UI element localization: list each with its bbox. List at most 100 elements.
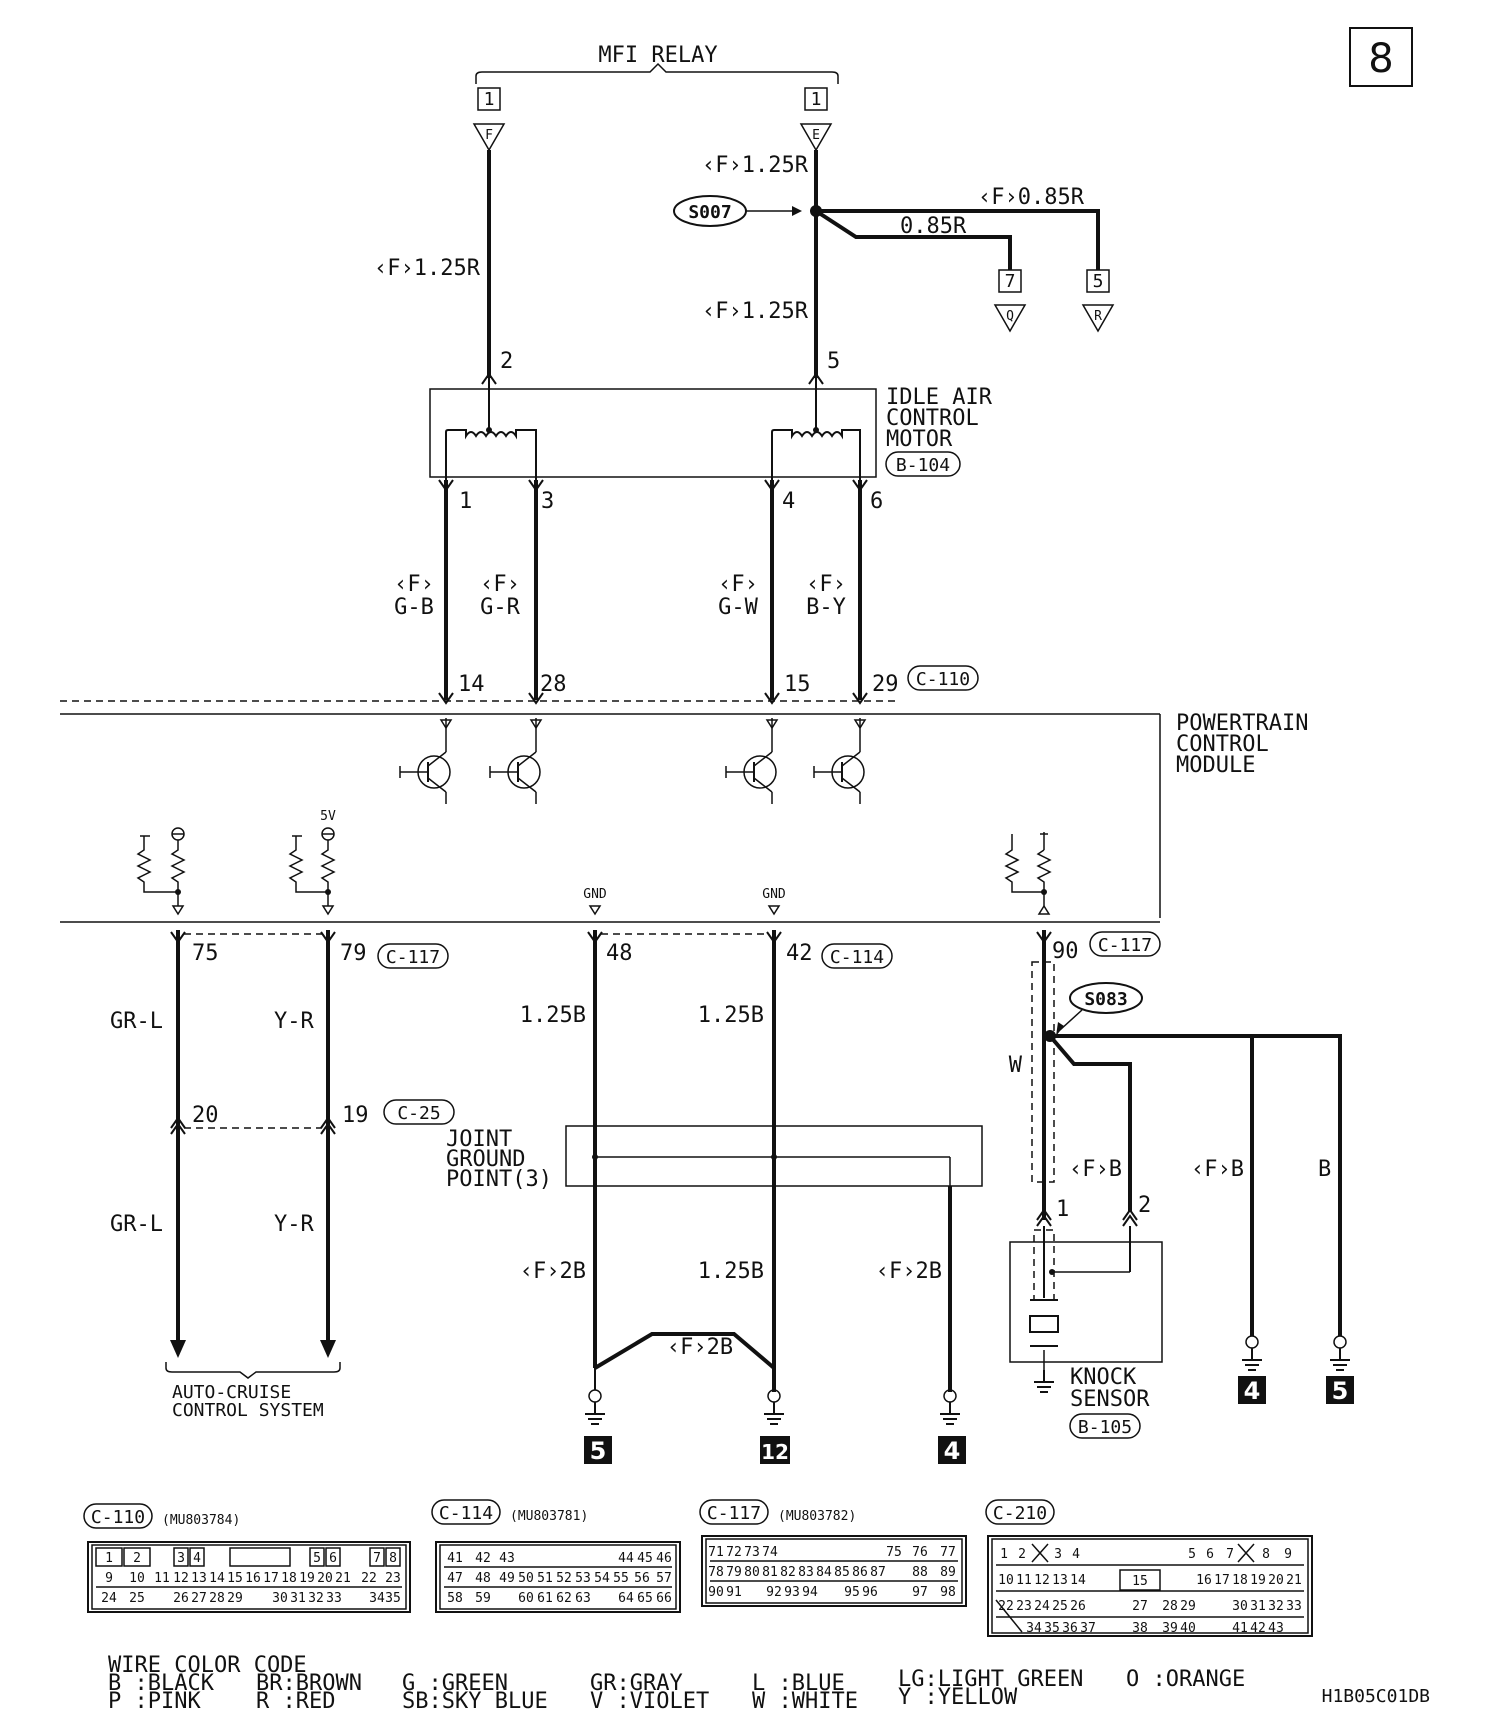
- pcm-pin-28-label: 28: [540, 672, 567, 697]
- pcm-connector-c117-badge-a: [377, 943, 449, 969]
- knock-title-line2: SENSOR: [1070, 1387, 1150, 1412]
- svg-text:33: 33: [1286, 1599, 1302, 1614]
- svg-text:13: 13: [1052, 1573, 1068, 1588]
- svg-text:30: 30: [1232, 1599, 1248, 1614]
- jgp-title-line3: POINT(3): [446, 1167, 552, 1192]
- s007-branch-a-box-label: 7: [1005, 271, 1016, 292]
- ground-12-icon: [763, 1401, 785, 1425]
- pcm-title-line1: POWERTRAIN: [1176, 711, 1308, 736]
- knock-connector-id: B-105: [1078, 1417, 1132, 1438]
- svg-text:10: 10: [998, 1573, 1014, 1588]
- connector-face-c114: C-114 (MU803781) 41 42 43 44 45 46 47 48…: [431, 1499, 681, 1613]
- jgp-title-line1: JOINT: [446, 1127, 512, 1152]
- svg-text:60: 60: [518, 1591, 534, 1606]
- s007-branch-b-box: [1086, 269, 1110, 293]
- svg-text:12: 12: [1034, 1573, 1050, 1588]
- connector-face-c114-part: (MU803781): [510, 1509, 588, 1524]
- iac-title-line3: MOTOR: [886, 427, 953, 452]
- auto-cruise-brace: [165, 1362, 341, 1379]
- svg-text:28: 28: [1162, 1599, 1178, 1614]
- svg-text:42: 42: [475, 1551, 491, 1566]
- connector-face-c114-id: C-114: [439, 1503, 493, 1524]
- svg-text:44: 44: [618, 1551, 634, 1566]
- svg-text:28: 28: [209, 1591, 225, 1606]
- svg-text:77: 77: [940, 1545, 956, 1560]
- svg-text:83: 83: [798, 1565, 814, 1580]
- svg-text:32: 32: [308, 1591, 324, 1606]
- wire-iac-pin3-tag: ‹F›: [480, 572, 520, 597]
- c210-blank-cavity-icon-2: [1237, 1543, 1255, 1563]
- wire-ground-bridge: [593, 1332, 776, 1370]
- color-code-v: V :VIOLET: [590, 1689, 709, 1714]
- color-code-y: Y :YELLOW: [898, 1685, 1018, 1710]
- wire-s083-ground4-label: ‹F›B: [1191, 1157, 1244, 1182]
- wire-iac-pin4-tag: ‹F›: [718, 572, 758, 597]
- connector-face-c117-id: C-117: [707, 1503, 761, 1524]
- pcm-connector-c117-badge-b: [1089, 931, 1161, 957]
- wire-jgp-right-label: ‹F›2B: [876, 1259, 942, 1284]
- page-number-box: [1349, 27, 1413, 87]
- svg-text:95: 95: [844, 1585, 860, 1600]
- svg-text:18: 18: [281, 1571, 297, 1586]
- svg-text:19: 19: [1250, 1573, 1266, 1588]
- mfi-relay-right-box: [804, 87, 828, 111]
- svg-text:9: 9: [1284, 1547, 1292, 1562]
- connector-face-c210-id: C-210: [993, 1503, 1047, 1524]
- svg-text:58: 58: [447, 1591, 463, 1606]
- svg-text:16: 16: [245, 1571, 261, 1586]
- connector-arrow-pin5: [808, 372, 824, 385]
- wire-mfi-right-top-label: ‹F›1.25R: [702, 153, 809, 178]
- svg-text:43: 43: [499, 1551, 515, 1566]
- ground-id-5-badge: [584, 1436, 612, 1464]
- svg-text:51: 51: [537, 1571, 553, 1586]
- svg-text:22: 22: [361, 1571, 377, 1586]
- svg-text:79: 79: [726, 1565, 742, 1580]
- svg-text:7: 7: [373, 1551, 381, 1566]
- svg-text:35: 35: [1044, 1621, 1060, 1636]
- connector-c25-id: C-25: [397, 1103, 440, 1124]
- ground-knock-id-4-badge: [1238, 1376, 1266, 1404]
- svg-text:9: 9: [105, 1571, 113, 1586]
- connector-arrow-pin2: [481, 372, 497, 385]
- color-code-w: W :WHITE: [752, 1689, 858, 1714]
- ground-knock-id-5-badge: [1326, 1376, 1354, 1404]
- connector-face-c110: C-110 (MU803784) 1 2 3 4 5 6 7 8 9 10 11…: [83, 1503, 411, 1613]
- svg-text:5: 5: [313, 1551, 321, 1566]
- svg-text:81: 81: [762, 1565, 778, 1580]
- svg-text:29: 29: [1180, 1599, 1196, 1614]
- pcm-pin-29-label: 29: [872, 672, 899, 697]
- wire-iac-pin4-color: G-W: [718, 595, 758, 620]
- svg-text:23: 23: [1016, 1599, 1032, 1614]
- svg-text:90: 90: [708, 1585, 724, 1600]
- wire-pcm-48-label: 1.25B: [520, 1003, 586, 1028]
- svg-text:84: 84: [816, 1565, 832, 1580]
- svg-text:23: 23: [385, 1571, 401, 1586]
- page-number: 8: [1368, 36, 1393, 82]
- svg-text:93: 93: [784, 1585, 800, 1600]
- wire-pcm-42-label: 1.25B: [698, 1003, 764, 1028]
- iac-title-line1: IDLE AIR: [886, 385, 993, 410]
- ground-id-4-label: 4: [944, 1437, 961, 1465]
- color-code-gr: GR:GRAY: [590, 1671, 683, 1696]
- svg-text:5: 5: [1188, 1547, 1196, 1562]
- knock-title-line1: KNOCK: [1070, 1365, 1137, 1390]
- ground-id-4-badge: [938, 1436, 966, 1464]
- color-code-b: B :BLACK: [108, 1671, 215, 1696]
- wire-color-code-legend: WIRE COLOR CODE B :BLACK BR:BROWN G :GRE…: [108, 1653, 1245, 1714]
- pcm-input-resistor-75-icon: [136, 827, 186, 916]
- knock-sensor: KNOCK SENSOR B-105: [1009, 1226, 1163, 1439]
- svg-text:22: 22: [998, 1599, 1014, 1614]
- wire-c25-19-label: Y-R: [274, 1212, 314, 1237]
- svg-text:87: 87: [870, 1565, 886, 1580]
- wire-ground-bridge-label: ‹F›2B: [667, 1335, 733, 1360]
- svg-text:89: 89: [940, 1565, 956, 1580]
- connector-face-c117-part: (MU803782): [778, 1509, 856, 1524]
- mfi-relay-right-triangle: [799, 123, 833, 152]
- svg-text:55: 55: [613, 1571, 629, 1586]
- c25-pin-20-label: 20: [192, 1103, 219, 1128]
- svg-text:80: 80: [744, 1565, 760, 1580]
- svg-text:31: 31: [1250, 1599, 1266, 1614]
- svg-text:29: 29: [227, 1591, 243, 1606]
- iac-connector-id: B-104: [896, 455, 950, 476]
